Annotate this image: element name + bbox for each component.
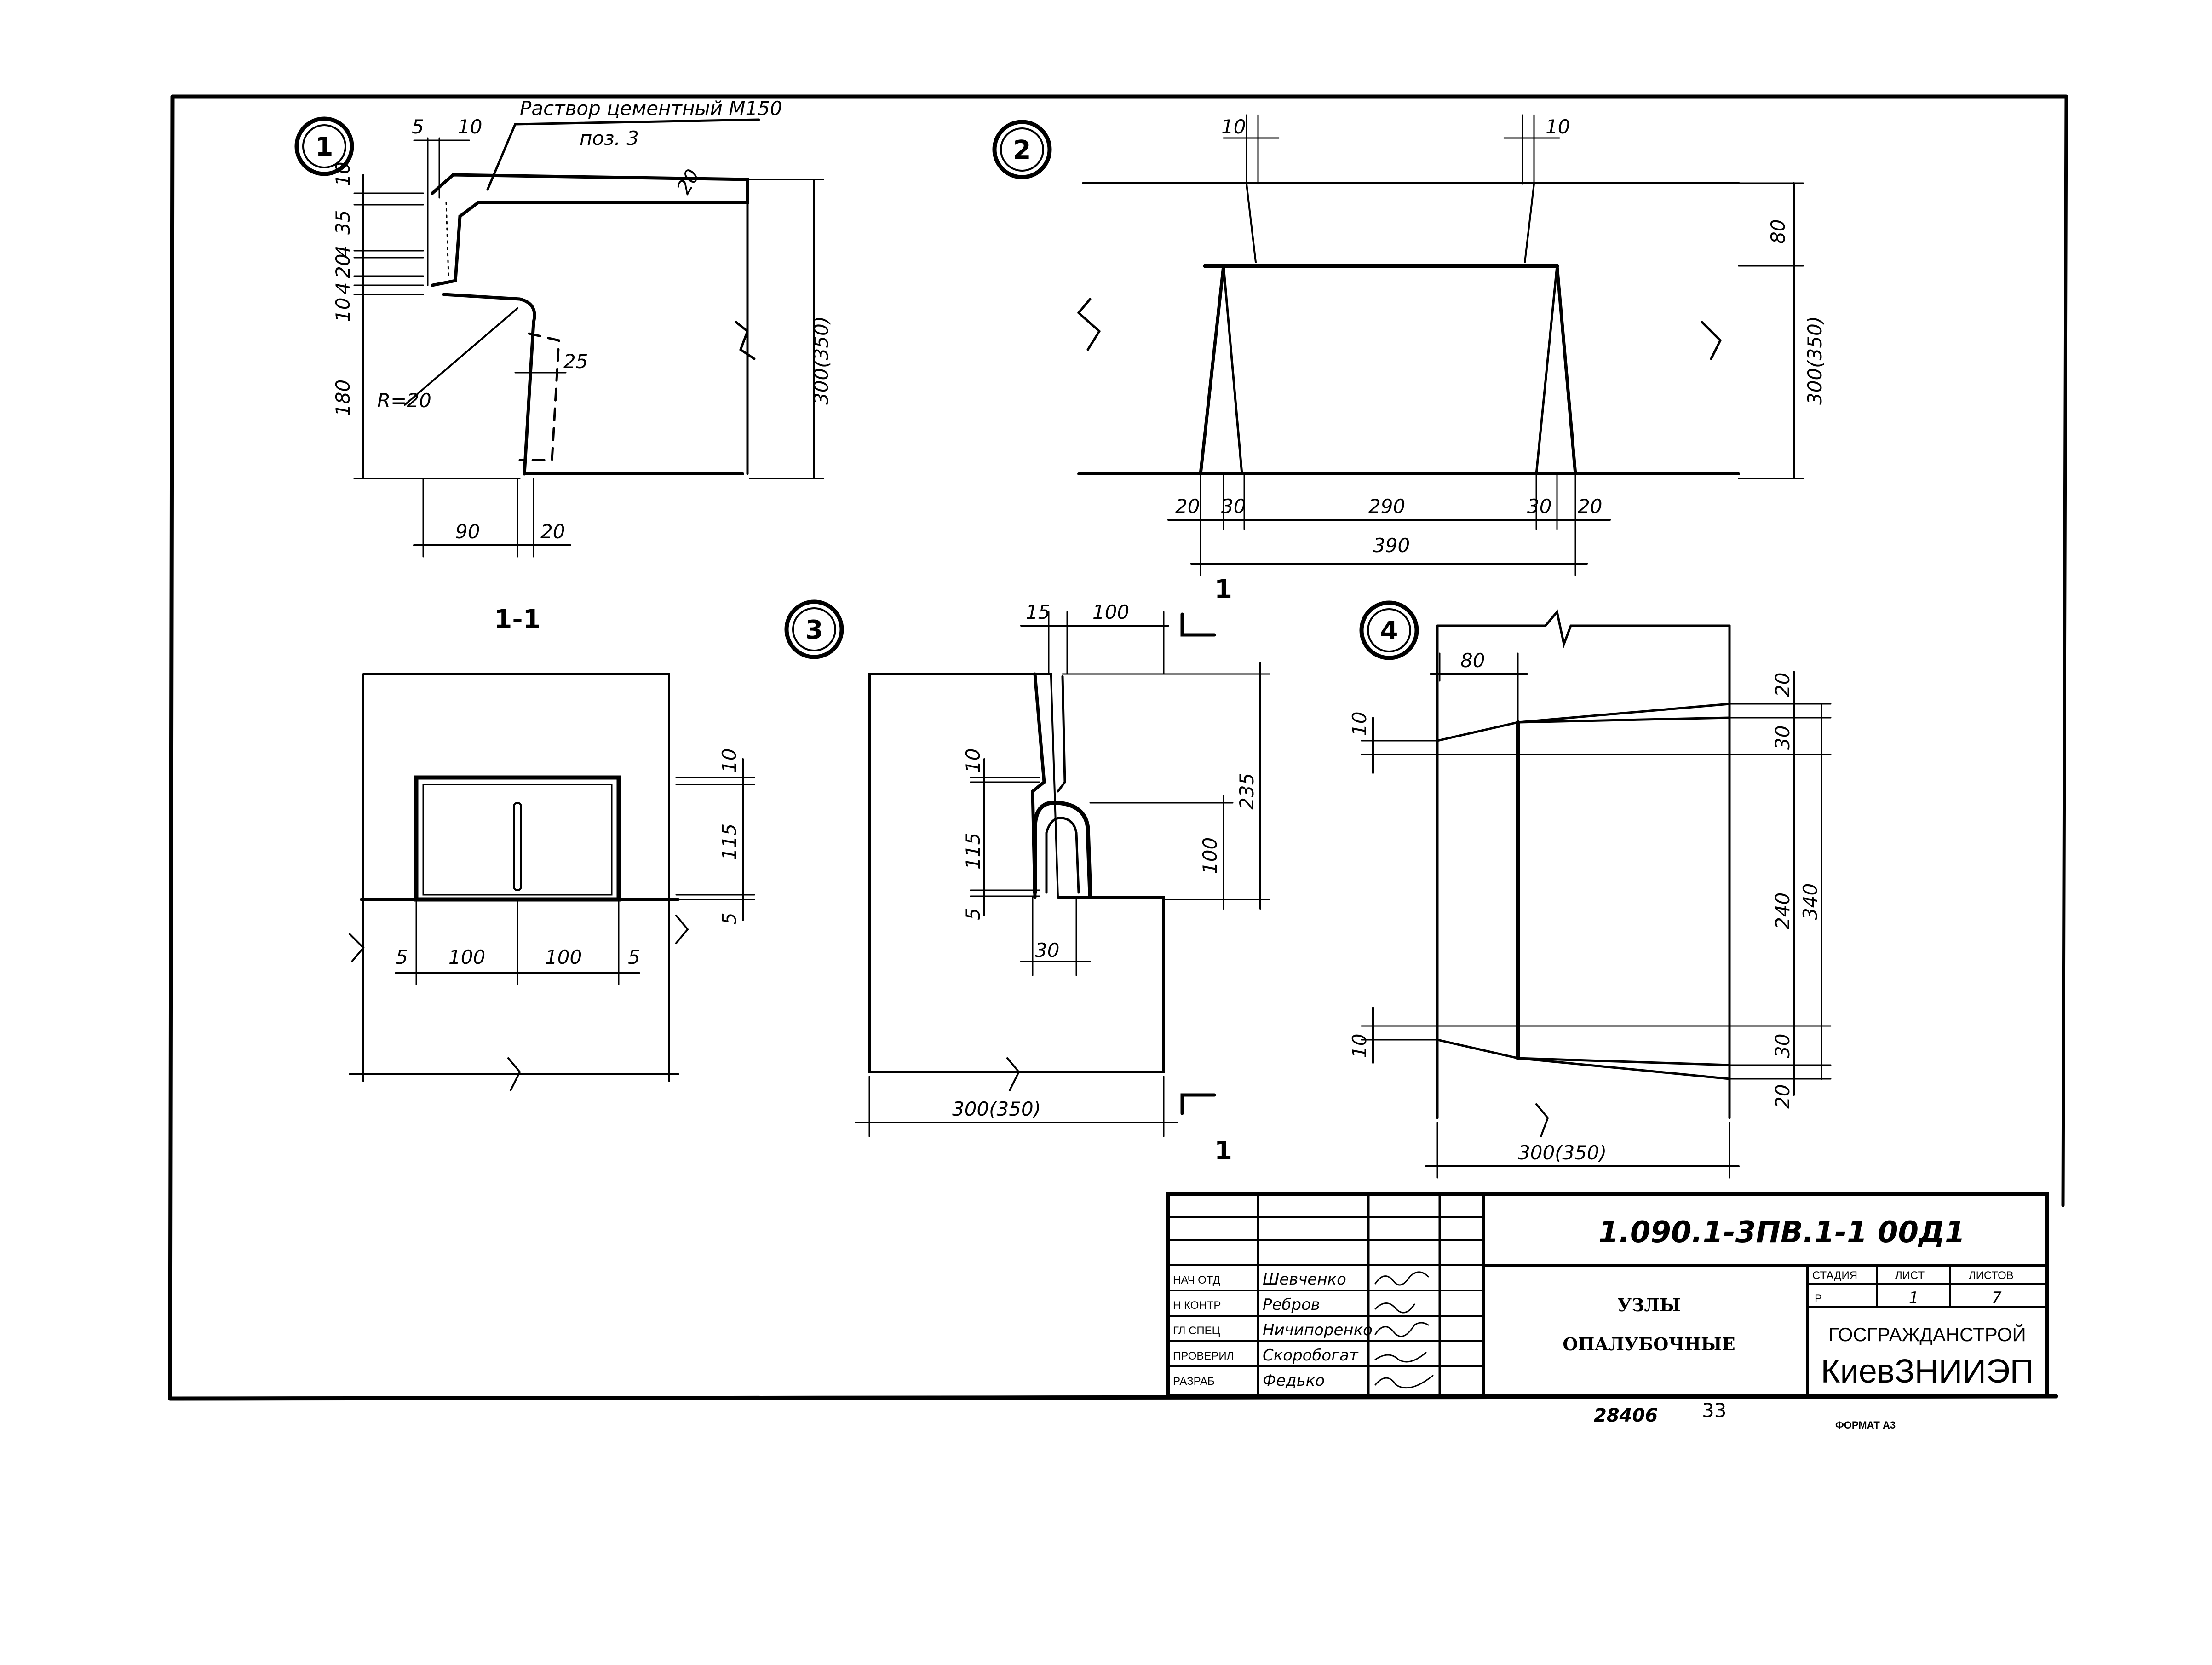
dimension-label: РАЗРАБ bbox=[1173, 1375, 1215, 1388]
dimension-label: 7 bbox=[1992, 1289, 2002, 1307]
dimension-label: 20 bbox=[1771, 673, 1794, 697]
dimension-label: 10 bbox=[1348, 1034, 1371, 1058]
dimension-label: 240 bbox=[1771, 893, 1794, 929]
title-block: НАЧ ОТД Шевченко Н КОНТР Ребров ГЛ СПЕЦ … bbox=[1166, 1192, 2049, 1398]
dimension-label: 115 bbox=[718, 824, 741, 860]
dimension-label: 20 bbox=[1175, 495, 1200, 518]
inventory-number: 28406 bbox=[1594, 1405, 1658, 1426]
dimension-label: 20 bbox=[672, 165, 704, 198]
format-label: ФОРМАТ А3 bbox=[1835, 1419, 1896, 1431]
dimension-label: СТАДИЯ bbox=[1812, 1269, 1857, 1282]
dimension-label: 10 bbox=[332, 298, 354, 322]
dimension-label: 30 bbox=[1771, 726, 1794, 750]
dimension-label: 390 bbox=[1373, 534, 1410, 557]
node-1-view: 1 Раствор цементный М150 поз. 3 R=20 25 bbox=[294, 97, 833, 558]
node-1-marker bbox=[294, 116, 354, 176]
dimension-label: Скоробогат bbox=[1263, 1346, 1359, 1365]
dimension-label: 300(350) bbox=[952, 1098, 1041, 1120]
dimension-label: 15 bbox=[1026, 601, 1050, 623]
dimension-label: 20 bbox=[540, 520, 565, 543]
dimension-label: 235 bbox=[1235, 773, 1258, 810]
node-4-marker bbox=[1359, 600, 1419, 660]
node-3-view: 3 1 1 15 100 235 100 10 bbox=[784, 575, 1270, 1166]
dimension-label: 10 bbox=[1348, 712, 1371, 736]
node-2-view: 2 10 10 80 300(350) 20 30 bbox=[992, 114, 1826, 576]
dimension-label: 80 bbox=[1767, 219, 1789, 244]
sheet-frame bbox=[168, 94, 2068, 1401]
dimension-label: 1 bbox=[1909, 1289, 1919, 1307]
dimension-label: 5 bbox=[396, 946, 408, 968]
dimension-label: 30 bbox=[1527, 495, 1551, 518]
dimension-label: 20 bbox=[1578, 495, 1602, 518]
dimension-label: 20 bbox=[332, 254, 354, 278]
node-4-number: 4 bbox=[1380, 616, 1398, 646]
dimension-label: Федько bbox=[1263, 1371, 1325, 1390]
designation: 1.090.1-3ПВ.1-1 00Д1 bbox=[1598, 1216, 1965, 1250]
dimension-label: 300(350) bbox=[1518, 1141, 1607, 1164]
dimension-label: 5 bbox=[718, 912, 741, 925]
org-name-1: ГОСГРАЖДАНСТРОЙ bbox=[1828, 1323, 2026, 1345]
dimension-label: 10 bbox=[458, 115, 482, 138]
dimension-label: Н КОНТР bbox=[1173, 1299, 1221, 1312]
dimension-label: 30 bbox=[1221, 495, 1246, 518]
dimension-label: 4 bbox=[332, 282, 354, 294]
node-3-marker bbox=[784, 599, 844, 659]
dimension-label: 10 bbox=[1546, 115, 1570, 138]
node-3-cut-bottom: 1 bbox=[1214, 1136, 1232, 1166]
org-name-2: КиевЗНИИЭП bbox=[1821, 1353, 2034, 1390]
dimension-label: 10 bbox=[962, 749, 984, 773]
section-1-1-view: 1-1 10 115 5 5 100 100 5 bbox=[349, 605, 755, 1091]
dimension-label: ЛИСТОВ bbox=[1969, 1269, 2014, 1282]
dimension-label: 290 bbox=[1368, 495, 1405, 518]
dimension-label: 115 bbox=[962, 833, 984, 870]
dimension-label: 300(350) bbox=[810, 316, 833, 405]
dimension-label: 5 bbox=[412, 115, 424, 138]
dimension-label: 300(350) bbox=[1804, 316, 1826, 405]
signatures bbox=[1374, 1271, 1434, 1389]
sheet-title-1: УЗЛЫ bbox=[1617, 1295, 1681, 1315]
dimension-label: НАЧ ОТД bbox=[1173, 1274, 1220, 1286]
dimension-label: 30 bbox=[1035, 939, 1059, 962]
node-1-note: Раствор цементный М150 bbox=[520, 97, 782, 120]
dimension-label: ЛИСТ bbox=[1895, 1269, 1925, 1282]
dimension-label: 25 bbox=[563, 350, 588, 373]
dimension-label: 35 bbox=[332, 210, 354, 235]
dimension-label: 5 bbox=[628, 946, 640, 968]
dimension-label: 10 bbox=[1221, 115, 1246, 138]
dimension-label: Ничипоренко bbox=[1263, 1321, 1373, 1339]
dimension-label: 100 bbox=[448, 946, 485, 968]
dimension-label: ПРОВЕРИЛ bbox=[1173, 1350, 1234, 1362]
node-2-number: 2 bbox=[1013, 135, 1031, 165]
page-number: 33 bbox=[1702, 1399, 1726, 1422]
dimension-label: 10 bbox=[332, 162, 354, 186]
dimension-label: 4 bbox=[332, 245, 354, 258]
node-1-number: 1 bbox=[316, 132, 333, 162]
dimension-label: ГЛ СПЕЦ bbox=[1173, 1325, 1220, 1337]
dimension-label: 340 bbox=[1799, 883, 1821, 920]
node-3-cut-top: 1 bbox=[1214, 575, 1232, 605]
dimension-label: 80 bbox=[1460, 649, 1485, 672]
node-1-radius: R=20 bbox=[377, 389, 431, 412]
node-3-number: 3 bbox=[805, 615, 823, 645]
dimension-label: 100 bbox=[545, 946, 582, 968]
footer: 28406 33 ФОРМАТ А3 bbox=[1594, 1399, 1896, 1431]
dimension-label: 100 bbox=[1092, 601, 1129, 623]
node-1-note-pos: поз. 3 bbox=[580, 127, 639, 150]
dimension-label: Шевченко bbox=[1263, 1270, 1346, 1289]
dimension-label: 100 bbox=[1199, 837, 1221, 874]
dimension-label: Ребров bbox=[1263, 1296, 1320, 1314]
section-1-1-title: 1-1 bbox=[494, 605, 540, 634]
dimension-label: 20 bbox=[1771, 1084, 1794, 1109]
node-2-marker bbox=[992, 120, 1052, 179]
dimension-label: 30 bbox=[1771, 1034, 1794, 1058]
dimension-label: 180 bbox=[332, 380, 354, 416]
dimension-label: Р bbox=[1815, 1292, 1822, 1305]
sheet-title-2: ОПАЛУБОЧНЫЕ bbox=[1563, 1334, 1735, 1354]
dimension-label: 5 bbox=[962, 908, 984, 920]
node-4-view: 4 80 10 10 20 bbox=[1348, 600, 1832, 1179]
dimension-label: 10 bbox=[718, 749, 741, 773]
dimension-label: 90 bbox=[455, 520, 480, 543]
